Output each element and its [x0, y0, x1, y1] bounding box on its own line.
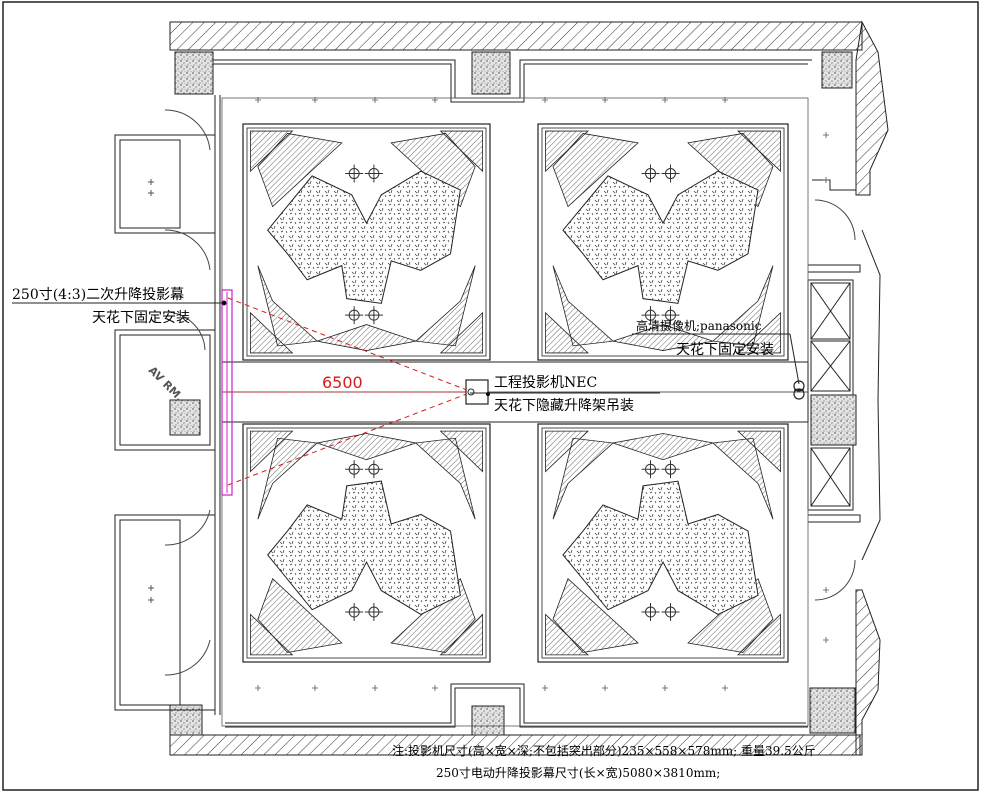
- camera-label-line1: 高清摄像机;panasonic: [636, 318, 762, 333]
- note-line-2: 250寸电动升降投影幕尺寸(长×宽)5080×3810mm;: [436, 765, 720, 780]
- av-room-label: AV RM.: [146, 364, 186, 404]
- ceiling-panel-bottom-left: [242, 423, 491, 663]
- projection-screen: [221, 289, 233, 496]
- ceiling-panel-top-right: [537, 123, 789, 361]
- projection-lines: [227, 297, 473, 486]
- right-wall: [807, 20, 889, 756]
- leader-lines: [12, 300, 800, 394]
- projector-label-line1: 工程投影机NEC: [494, 375, 597, 391]
- av-room-plus-marks: [148, 179, 154, 603]
- bottom-wall: [169, 683, 861, 756]
- left-wall: AV RM.: [114, 95, 221, 715]
- projector-symbol: [465, 379, 490, 405]
- screen-label-line1: 250寸(4:3)二次升降投影幕: [12, 287, 184, 303]
- camera-icon: [793, 380, 805, 400]
- ceiling-panel-bottom-right: [537, 423, 789, 663]
- ceiling-plus-marks: [255, 97, 829, 691]
- top-wall: [169, 21, 863, 103]
- camera-label-line2: 天花下固定安装: [676, 342, 774, 358]
- projector-label-line2: 天花下隐藏升降架吊装: [494, 398, 634, 414]
- ceiling-panels: [242, 123, 789, 663]
- ceiling-panel-top-left: [242, 123, 491, 361]
- throw-distance-dimension: 6500: [322, 373, 363, 392]
- note-line-1: 注:投影机尺寸(高×宽×深;不包括突出部分)235×558×578mm; 重量3…: [392, 743, 816, 758]
- screen-label-line2: 天花下固定安装: [92, 310, 190, 326]
